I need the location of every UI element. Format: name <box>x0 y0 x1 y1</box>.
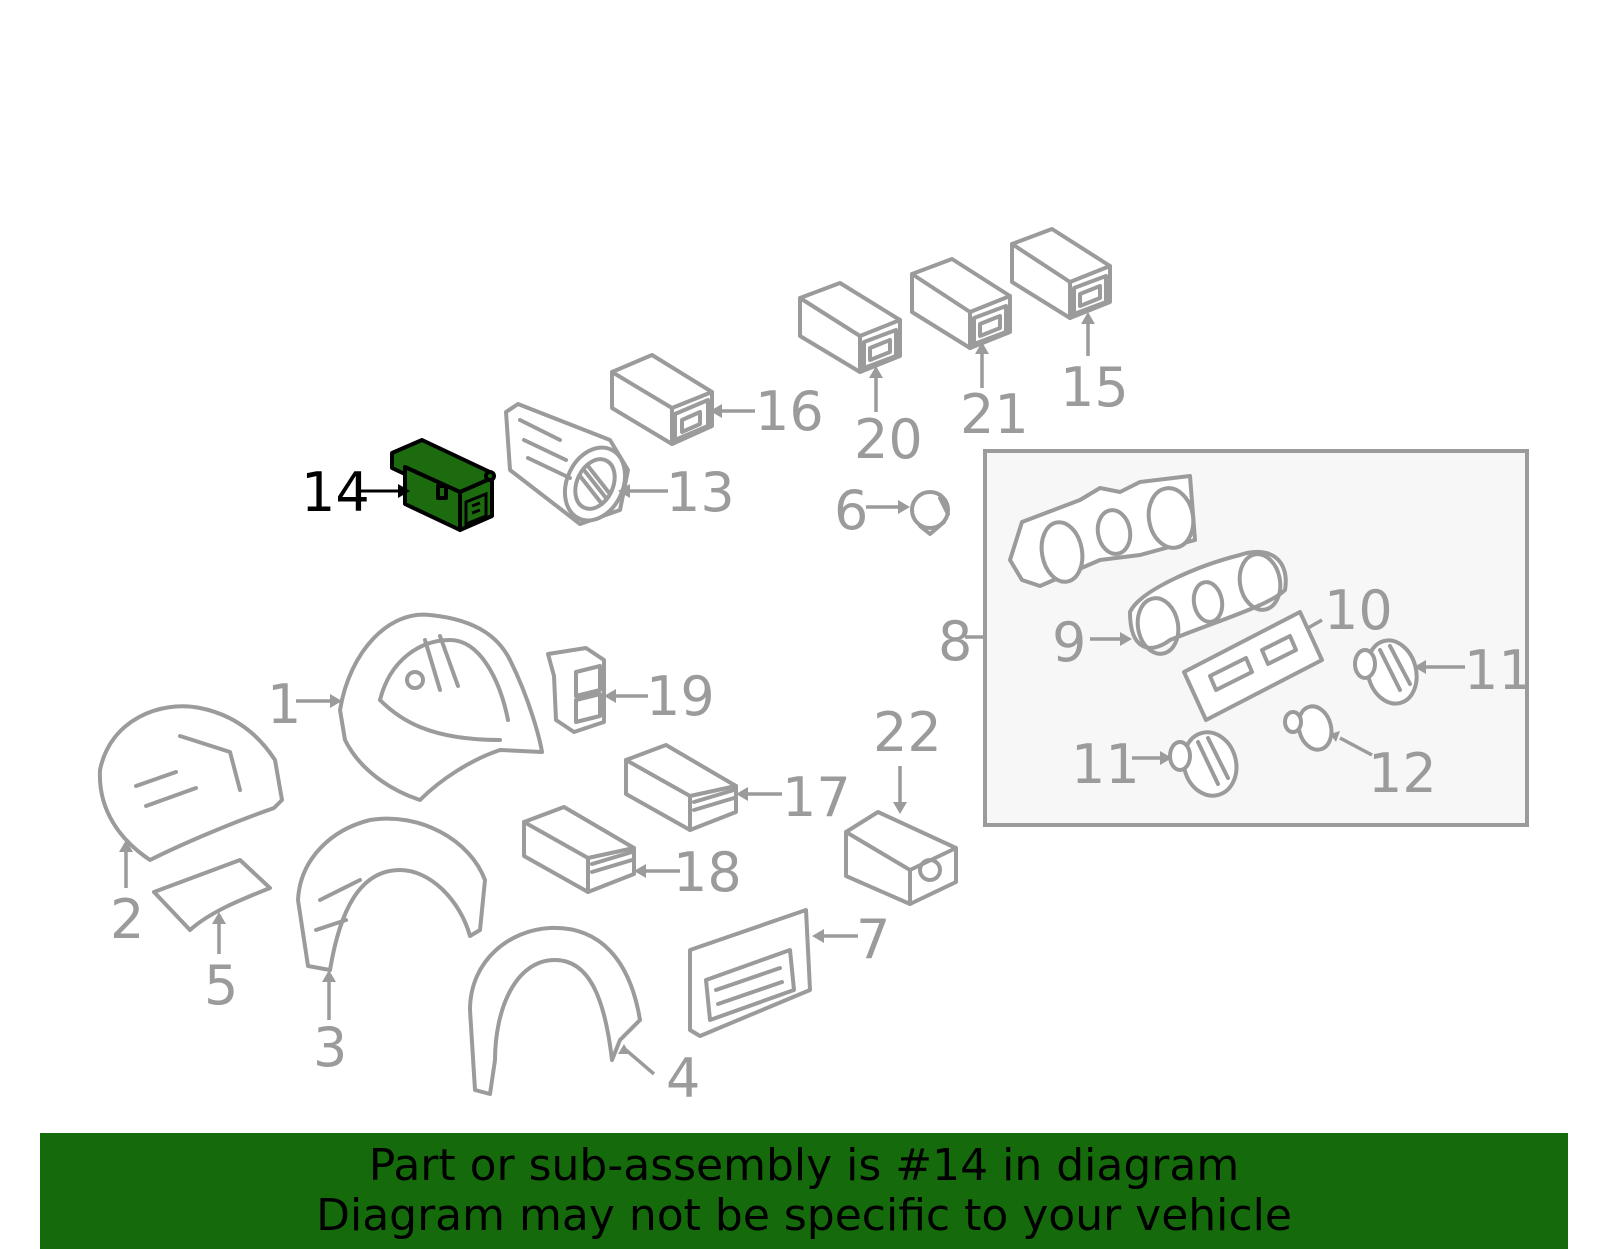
callout-20[interactable]: 20 <box>854 408 923 471</box>
part-16[interactable] <box>610 353 714 446</box>
part-17[interactable] <box>624 743 738 832</box>
part-13[interactable] <box>504 402 636 530</box>
callout-13[interactable]: 13 <box>666 461 735 524</box>
part-20[interactable] <box>798 281 902 374</box>
callout-6[interactable]: 6 <box>834 479 868 542</box>
part-9[interactable] <box>1128 549 1288 657</box>
part-10[interactable] <box>1182 610 1324 722</box>
part-4[interactable] <box>468 925 642 1096</box>
callout-22[interactable]: 22 <box>873 701 942 764</box>
arrow-14 <box>398 484 410 498</box>
callout-5[interactable]: 5 <box>204 954 238 1017</box>
part-11-left[interactable] <box>1168 726 1243 801</box>
callout-11-left[interactable]: 11 <box>1071 733 1140 796</box>
callout-12[interactable]: 12 <box>1368 742 1437 805</box>
callout-7[interactable]: 7 <box>856 908 890 971</box>
callout-21[interactable]: 21 <box>960 383 1029 446</box>
callout-10[interactable]: 10 <box>1324 579 1393 642</box>
callout-18[interactable]: 18 <box>673 841 742 904</box>
part-22[interactable] <box>844 810 958 906</box>
part-19[interactable] <box>546 646 606 734</box>
part-14-highlighted[interactable] <box>390 438 496 532</box>
info-banner: Part or sub-assembly is #14 in diagram D… <box>40 1133 1568 1249</box>
callout-15[interactable]: 15 <box>1060 356 1129 419</box>
callout-19[interactable]: 19 <box>646 665 715 728</box>
callout-14[interactable]: 14 <box>301 461 370 524</box>
callout-9[interactable]: 9 <box>1052 611 1086 674</box>
part-6[interactable] <box>910 490 950 536</box>
part-12[interactable] <box>1283 703 1336 754</box>
part-7[interactable] <box>688 908 812 1038</box>
callout-11-right[interactable]: 11 <box>1464 639 1533 702</box>
banner-line-2: Diagram may not be specific to your vehi… <box>316 1190 1292 1241</box>
callout-1[interactable]: 1 <box>267 673 301 736</box>
callout-3[interactable]: 3 <box>313 1016 347 1079</box>
part-3[interactable] <box>296 816 487 972</box>
part-5[interactable] <box>152 858 272 932</box>
part-2[interactable] <box>97 704 284 862</box>
callout-2[interactable]: 2 <box>110 888 144 951</box>
part-15[interactable] <box>1010 227 1112 320</box>
callout-8[interactable]: 8 <box>938 610 972 673</box>
part-21[interactable] <box>910 257 1012 350</box>
part-11-right[interactable] <box>1353 635 1423 709</box>
callout-16[interactable]: 16 <box>755 380 824 443</box>
part-8-frame[interactable] <box>1008 474 1198 588</box>
callout-4[interactable]: 4 <box>666 1047 700 1110</box>
part-18[interactable] <box>522 805 636 894</box>
part-1[interactable] <box>338 612 544 802</box>
banner-line-1: Part or sub-assembly is #14 in diagram <box>368 1140 1240 1191</box>
callout-17[interactable]: 17 <box>782 766 851 829</box>
